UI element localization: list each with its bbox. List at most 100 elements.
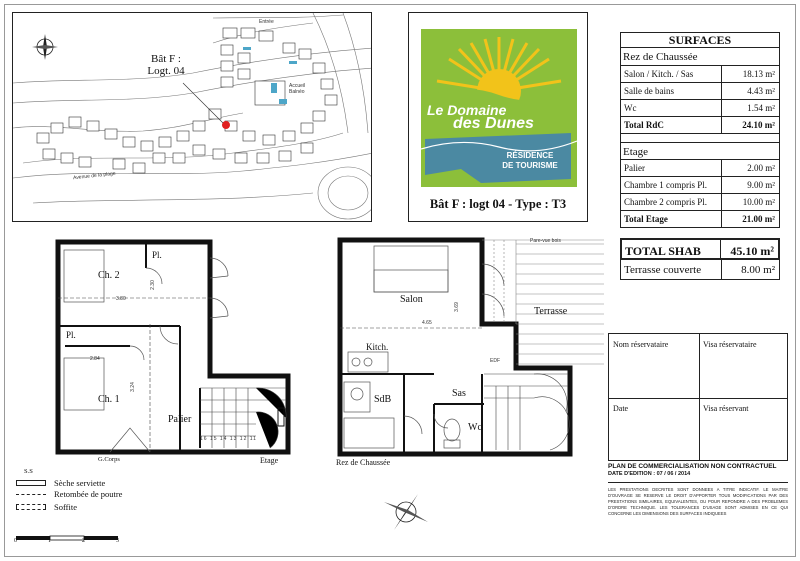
site-building-text: Bât F : <box>151 53 181 65</box>
surface-row: Chambre 1 compris Pl. 9.00 m² <box>620 177 780 194</box>
scale-bar: 0 1 2 3 <box>14 530 124 546</box>
parevue-label: Pare-vue bois <box>530 238 561 244</box>
sun-icon <box>421 37 577 187</box>
site-plan: Bât F : Logt. 04 Entrée Accueil Balnéo A… <box>12 12 372 222</box>
surface-label: Chambre 1 compris Pl. <box>624 180 707 190</box>
scale-bar-graphic <box>16 535 118 541</box>
surface-label: Palier <box>624 163 645 173</box>
surface-value: 10.00 m² <box>721 194 779 210</box>
etage-plan: Ch. 2 Ch. 1 Palier Pl. Pl. 3.80 2.30 2.8… <box>50 238 300 465</box>
placard-label: Pl. <box>66 330 76 340</box>
surface-value: 1.54 m² <box>721 100 779 116</box>
surface-row: Salle de bains 4.43 m² <box>620 83 780 100</box>
surfaces-table: SURFACES Rez de Chaussée Salon / Kitch. … <box>620 32 780 280</box>
scale-label: 2 <box>82 538 85 544</box>
shab-label: TOTAL SHAB <box>625 244 701 258</box>
dim-salon-height: 3.69 <box>453 302 460 312</box>
site-entree-label: Entrée <box>259 19 274 25</box>
room-ch2: Ch. 2 <box>98 270 120 281</box>
notice-title: PLAN DE COMMERCIALISATION NON CONTRACTUE… <box>608 463 777 470</box>
soffite-icon <box>16 504 46 510</box>
retombee-icon <box>16 494 46 495</box>
logo-line2: des Dunes <box>453 115 534 132</box>
surface-label: Chambre 2 compris Pl. <box>624 197 707 207</box>
brand-logo: Le Domaine des Dunes RÉSIDENCE DE TOURIS… <box>421 29 577 187</box>
rdc-plan: Salon Kitch. SdB Sas Wc Terrasse 4.65 3.… <box>334 234 604 467</box>
dim-ch1-height: 3.24 <box>129 382 136 392</box>
lot-marker <box>222 121 230 129</box>
shab-total-row: TOTAL SHAB 45.10 m² <box>620 238 780 260</box>
compass-icon <box>378 490 434 534</box>
room-salon: Salon <box>400 294 423 305</box>
seche-serviette-icon <box>16 480 46 486</box>
room-wc: Wc <box>468 422 482 433</box>
dim-ch2-width: 3.80 <box>116 296 126 302</box>
surface-row: Salon / Kitch. / Sas 18.13 m² <box>620 66 780 83</box>
date-label: Date <box>613 404 629 413</box>
etage-section-title: Etage <box>620 142 780 160</box>
logo-box: Le Domaine des Dunes RÉSIDENCE DE TOURIS… <box>408 12 588 222</box>
dim-salon-width: 4.65 <box>422 320 432 326</box>
logo-sub1: RÉSIDENCE <box>506 151 554 160</box>
surface-value: 4.43 m² <box>721 83 779 99</box>
rdc-total-value: 24.10 m² <box>721 117 779 133</box>
notice-date: DATE D'EDITION : 07 / 06 / 2014 <box>608 471 788 483</box>
dim-ch1-width: 2.84 <box>90 356 100 362</box>
room-sas: Sas <box>452 388 466 399</box>
surface-value: 18.13 m² <box>721 66 779 82</box>
site-compass-icon <box>31 33 59 61</box>
logo-title: Le Domaine des Dunes <box>427 102 577 132</box>
placard-label: Pl. <box>152 250 162 260</box>
site-building-label: Bât F : Logt. 04 <box>141 53 191 77</box>
room-palier: Palier <box>168 414 192 425</box>
legend-ss-label: S.S <box>24 468 33 475</box>
etage-walls <box>55 239 291 455</box>
scale-label: 0 <box>14 538 17 544</box>
rdc-total-row: Total RdC 24.10 m² <box>620 117 780 134</box>
surface-value: 9.00 m² <box>721 177 779 193</box>
rdc-total-label: Total RdC <box>624 120 664 130</box>
logo-line1: Le Domaine <box>427 102 507 118</box>
lot-title: Bât F : logt 04 - Type : T3 <box>429 197 567 211</box>
surfaces-title: SURFACES <box>620 32 780 48</box>
reservation-box: Nom réservataire Visa réservataire Date … <box>608 333 788 461</box>
room-terrasse: Terrasse <box>534 306 568 317</box>
rdc-walls <box>337 237 604 457</box>
logo-subtitle: RÉSIDENCE DE TOURISME <box>487 151 573 171</box>
legend-seche-label: Sèche serviette <box>54 478 106 488</box>
room-kitchen: Kitch. <box>366 342 389 352</box>
dim-ch2-height: 2.30 <box>149 280 156 290</box>
etage-total-label: Total Etage <box>624 214 668 224</box>
surface-row: Chambre 2 compris Pl. 10.00 m² <box>620 194 780 211</box>
terrasse-label: Terrasse couverte <box>624 264 702 276</box>
site-plan-drawing <box>13 13 371 220</box>
scale-label: 1 <box>48 538 51 544</box>
legend-retombee: Retombée de poutre <box>14 489 214 501</box>
etage-caption: Etage <box>260 456 279 465</box>
site-accueil-label: Accueil Balnéo <box>289 83 306 95</box>
rdc-section-title: Rez de Chaussée <box>620 48 780 66</box>
terrasse-row: Terrasse couverte 8.00 m² <box>620 260 780 280</box>
legend-soffite-label: Soffite <box>54 502 77 512</box>
surface-value: 2.00 m² <box>721 160 779 176</box>
surface-label: Salle de bains <box>624 86 674 96</box>
legend-seche: Sèche serviette <box>14 478 214 490</box>
gcorps-label: G.Corps <box>98 456 120 463</box>
visa-reservant-label: Visa réservant <box>703 404 749 413</box>
legend-retombee-label: Retombée de poutre <box>54 489 123 499</box>
surface-row: Palier 2.00 m² <box>620 160 780 177</box>
site-lot-text: Logt. 04 <box>147 65 185 77</box>
edf-label: EDF <box>490 358 500 364</box>
notice-block: PLAN DE COMMERCIALISATION NON CONTRACTUE… <box>608 463 788 517</box>
scale-label: 3 <box>116 538 119 544</box>
surface-label: Salon / Kitch. / Sas <box>624 69 694 79</box>
visa-reservataire-label: Visa réservataire <box>703 340 757 349</box>
terrasse-value: 8.00 m² <box>721 260 779 279</box>
rdc-caption: Rez de Chaussée <box>336 458 391 467</box>
stair-numbers: 16 15 14 13 12 11 <box>200 436 257 442</box>
room-sdb: SdB <box>374 394 392 405</box>
legend-soffite: Soffite <box>14 502 214 514</box>
shab-value: 45.10 m² <box>720 240 778 258</box>
